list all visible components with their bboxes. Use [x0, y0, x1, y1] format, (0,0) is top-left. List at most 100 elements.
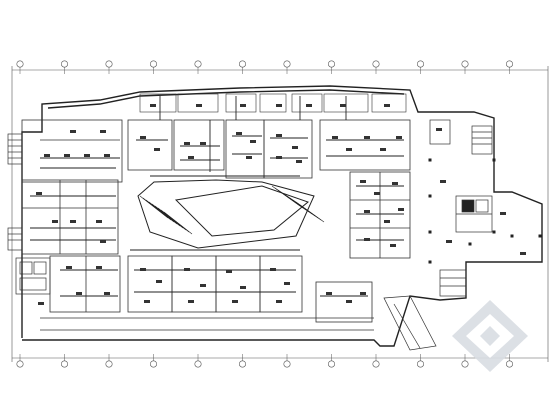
- axis-bubble: [372, 360, 380, 368]
- axis-bubble: [16, 360, 24, 368]
- hvac-unit: [360, 292, 366, 295]
- column: [492, 230, 496, 234]
- axis-bubble: [105, 360, 113, 368]
- diamond-logo-icon: [452, 300, 528, 372]
- hvac-unit: [140, 136, 146, 139]
- hvac-unit: [276, 300, 282, 303]
- axis-bubble: [461, 360, 469, 368]
- hvac-unit: [104, 154, 110, 157]
- escalators: [139, 185, 325, 235]
- hvac-unit: [184, 142, 190, 145]
- hvac-unit: [76, 292, 82, 295]
- hvac-unit: [96, 266, 102, 269]
- hvac-unit: [144, 300, 150, 303]
- hvac-unit: [392, 182, 398, 185]
- axis-bubble: [194, 60, 202, 68]
- hvac-unit: [226, 270, 232, 273]
- hvac-unit: [200, 142, 206, 145]
- axis-bubble: [150, 360, 158, 368]
- axis-bubble: [60, 60, 68, 68]
- hvac-unit: [100, 130, 106, 133]
- axis-bubble: [283, 360, 291, 368]
- hvac-unit: [236, 132, 242, 135]
- hvac-unit: [520, 252, 526, 255]
- axis-bubble: [239, 360, 247, 368]
- column: [428, 260, 432, 264]
- hvac-unit: [100, 240, 106, 243]
- hvac-unit: [332, 136, 338, 139]
- hvac-unit: [340, 104, 346, 107]
- column: [428, 194, 432, 198]
- hvac-unit: [374, 192, 380, 195]
- hvac-unit: [364, 238, 370, 241]
- hvac-unit: [436, 128, 442, 131]
- duct-runs: [30, 96, 404, 297]
- hvac-unit: [346, 300, 352, 303]
- structural-columns: [428, 158, 542, 264]
- hvac-unit: [64, 154, 70, 157]
- hvac-unit: [44, 154, 50, 157]
- hvac-unit: [184, 268, 190, 271]
- axis-bubble: [194, 360, 202, 368]
- hvac-unit: [240, 286, 246, 289]
- hvac-unit: [276, 156, 282, 159]
- axis-bubble: [416, 60, 424, 68]
- hvac-unit: [188, 300, 194, 303]
- hvac-unit: [232, 300, 238, 303]
- hvac-unit: [38, 302, 44, 305]
- building-outline: [21, 85, 543, 347]
- top-service-strip: [139, 93, 407, 113]
- hvac-unit: [52, 220, 58, 223]
- hvac-unit: [140, 268, 146, 271]
- hvac-units: [36, 104, 526, 305]
- hvac-unit: [396, 136, 402, 139]
- hvac-unit: [150, 104, 156, 107]
- axis-bubble: [150, 60, 158, 68]
- hvac-unit: [104, 292, 110, 295]
- hvac-unit: [276, 104, 282, 107]
- column: [492, 158, 496, 162]
- axis-bubble: [416, 360, 424, 368]
- hvac-unit: [196, 104, 202, 107]
- hvac-unit: [440, 180, 446, 183]
- axis-bubble: [327, 360, 335, 368]
- shop-rooms: [21, 119, 411, 331]
- hvac-unit: [276, 134, 282, 137]
- hvac-unit: [240, 104, 246, 107]
- column: [428, 158, 432, 162]
- hvac-unit: [188, 156, 194, 159]
- axis-bubble: [327, 60, 335, 68]
- hvac-unit: [70, 130, 76, 133]
- dimension-lines: [11, 66, 549, 362]
- hvac-unit: [156, 280, 162, 283]
- column: [538, 234, 542, 238]
- grid-axis-markers-top: [16, 60, 513, 74]
- hvac-unit: [380, 148, 386, 151]
- hvac-unit: [200, 284, 206, 287]
- hvac-unit: [364, 210, 370, 213]
- hvac-unit: [326, 292, 332, 295]
- central-atrium: [137, 179, 315, 249]
- hvac-unit: [270, 268, 276, 271]
- hvac-unit: [284, 282, 290, 285]
- axis-bubble: [505, 60, 513, 68]
- column: [510, 234, 514, 238]
- hvac-unit: [306, 104, 312, 107]
- axis-bubble: [105, 60, 113, 68]
- grid-axis-markers-bottom: [16, 354, 513, 368]
- hvac-unit: [346, 148, 352, 151]
- axis-bubble: [16, 60, 24, 68]
- hvac-unit: [446, 240, 452, 243]
- entrance-ramp: [383, 295, 437, 351]
- hvac-unit: [364, 136, 370, 139]
- axis-bubble: [372, 60, 380, 68]
- hvac-unit: [292, 146, 298, 149]
- hvac-unit: [154, 148, 160, 151]
- hvac-unit: [96, 220, 102, 223]
- hvac-unit: [84, 154, 90, 157]
- hvac-unit: [246, 156, 252, 159]
- axis-bubble: [60, 360, 68, 368]
- column: [468, 242, 472, 246]
- hvac-unit: [384, 104, 390, 107]
